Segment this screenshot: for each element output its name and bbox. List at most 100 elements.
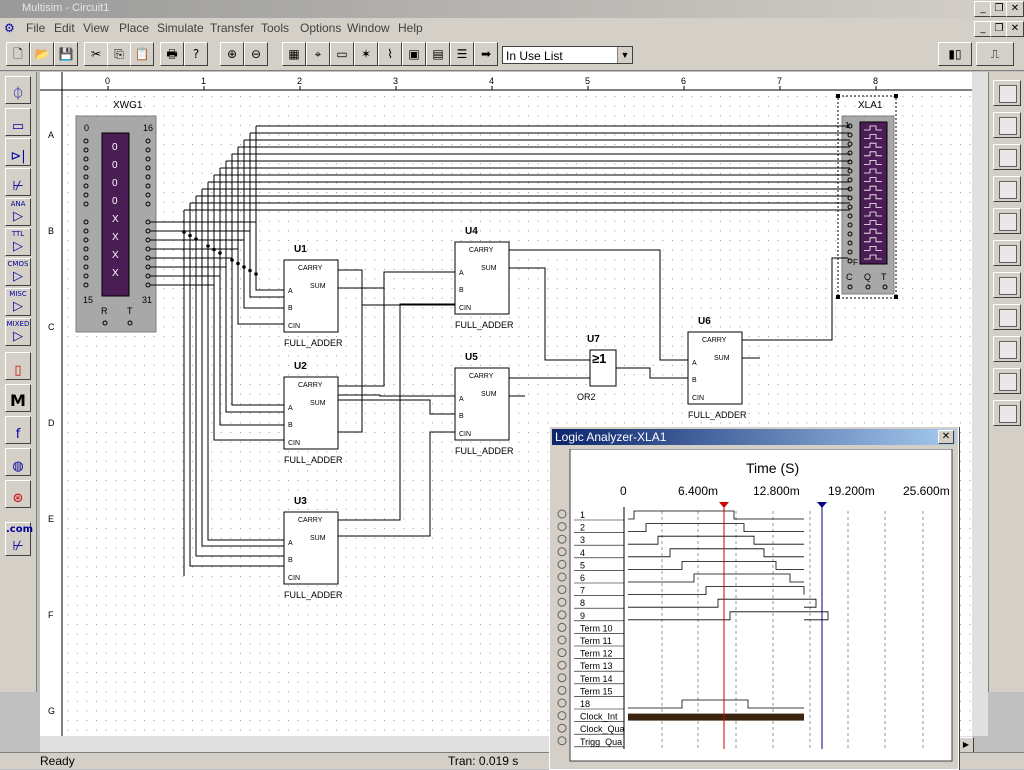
channel-radio[interactable] [557, 660, 567, 670]
logic-analyzer-titlebar[interactable]: Logic Analyzer-XLA1 ✕ [552, 429, 956, 445]
menu-view[interactable]: View [83, 21, 109, 35]
xla1-q-terminal[interactable] [865, 284, 871, 290]
xwg1-pin-left[interactable] [83, 264, 89, 270]
xla1-input-pin[interactable] [847, 240, 853, 246]
xwg1-pin-left[interactable] [83, 228, 89, 234]
xwg1-pin-left[interactable] [83, 192, 89, 198]
xla1-input-pin[interactable] [847, 213, 853, 219]
channel-radio[interactable] [557, 585, 567, 595]
spectrum-analyzer-button[interactable] [993, 368, 1021, 394]
chevron-down-icon[interactable]: ▼ [617, 47, 632, 63]
xwg1-pin-left[interactable] [83, 183, 89, 189]
doc-restore-button[interactable]: ❐ [990, 21, 1008, 37]
xwg1-pin-left[interactable] [83, 174, 89, 180]
menu-tools[interactable]: Tools [261, 21, 290, 35]
function-generator-button[interactable] [993, 112, 1021, 138]
in-use-list-select[interactable]: In Use List ▼ [502, 46, 633, 64]
channel-radio[interactable] [557, 723, 567, 733]
xwg1-pin-right[interactable] [145, 174, 151, 180]
adder-body[interactable] [454, 367, 510, 441]
transistor-parts-button[interactable]: ⊬ [5, 168, 31, 196]
doc-close-button[interactable]: ✕ [1006, 21, 1024, 37]
channel-radio[interactable] [557, 622, 567, 632]
channel-radio[interactable] [557, 547, 567, 557]
zoom-in-icon[interactable]: ⊕ [220, 42, 244, 66]
channel-radio[interactable] [557, 698, 567, 708]
oscilloscope-button[interactable] [993, 176, 1021, 202]
xwg1-pin-left[interactable] [83, 219, 89, 225]
xwg1-pin-left[interactable] [83, 165, 89, 171]
xla1-c-terminal[interactable] [847, 284, 853, 290]
distortion-analyzer-button[interactable] [993, 336, 1021, 362]
rf-parts-button[interactable]: ◍ [5, 448, 31, 476]
channel-radio[interactable] [557, 610, 567, 620]
channel-radio[interactable] [557, 559, 567, 569]
misc-parts-button[interactable]: M [5, 384, 31, 412]
indicator-parts-button[interactable]: ▯ [5, 352, 31, 380]
simulate-switch-icon[interactable]: ▮▯ [938, 42, 972, 66]
xwg1-pin-right[interactable] [145, 201, 151, 207]
close-button[interactable]: ✕ [1006, 1, 1024, 17]
probe-icon[interactable]: ⌖ [306, 42, 330, 66]
xwg1-r-terminal[interactable] [102, 320, 108, 326]
xla1-handle[interactable] [836, 94, 840, 98]
basic-parts-button[interactable]: ▭ [5, 108, 31, 136]
electromech-parts-button[interactable]: ⊛ [5, 480, 31, 508]
copy-icon[interactable]: ⎘ [107, 42, 131, 66]
network-analyzer-button[interactable] [993, 400, 1021, 426]
menu-help[interactable]: Help [398, 21, 423, 35]
xwg1-pin-left[interactable] [83, 156, 89, 162]
zoom-out-icon[interactable]: ⊖ [244, 42, 268, 66]
multimeter-button[interactable] [993, 80, 1021, 106]
xwg1-pin-left[interactable] [83, 237, 89, 243]
xla1-handle[interactable] [894, 295, 898, 299]
xwg1-pin-right[interactable] [145, 192, 151, 198]
database-icon[interactable]: ▤ [426, 42, 450, 66]
xwg1-pin-left[interactable] [83, 147, 89, 153]
save-icon[interactable]: 💾 [54, 42, 78, 66]
xwg1-pin-right[interactable] [145, 138, 151, 144]
analog-parts-button[interactable]: ANA▷ [5, 198, 31, 226]
list-icon[interactable]: ☰ [450, 42, 474, 66]
xwg1-pin-left[interactable] [83, 246, 89, 252]
menu-transfer[interactable]: Transfer [210, 21, 255, 35]
subcircuit-icon[interactable]: ▣ [402, 42, 426, 66]
adder-body[interactable] [283, 511, 339, 585]
controls-parts-button[interactable]: f [5, 416, 31, 444]
adder-body[interactable] [454, 241, 510, 315]
help-icon[interactable]: ? [184, 42, 208, 66]
app-icon[interactable]: ⚙ [4, 21, 15, 35]
channel-radio[interactable] [557, 673, 567, 683]
logic-analyzer-button[interactable] [993, 272, 1021, 298]
channel-radio[interactable] [557, 685, 567, 695]
channel-radio[interactable] [557, 572, 567, 582]
logic-converter-button[interactable] [993, 304, 1021, 330]
channel-radio[interactable] [557, 648, 567, 658]
cut-icon[interactable]: ✂ [84, 42, 108, 66]
menu-options[interactable]: Options [300, 21, 342, 35]
word-generator-button[interactable] [993, 240, 1021, 266]
postprocessor-icon[interactable]: ⌇ [378, 42, 402, 66]
wattmeter-button[interactable] [993, 144, 1021, 170]
xla1-t-terminal[interactable] [882, 284, 888, 290]
xla1-handle[interactable] [894, 94, 898, 98]
menu-edit[interactable]: Edit [54, 21, 75, 35]
cursor-1-handle[interactable] [719, 502, 729, 508]
xla1-input-pin[interactable] [847, 159, 853, 165]
ttl-parts-button[interactable]: TTL▷ [5, 228, 31, 256]
xwg1-pin-left[interactable] [83, 138, 89, 144]
xla1-input-pin[interactable] [847, 141, 853, 147]
cmos-parts-button[interactable]: CMOS▷ [5, 258, 31, 286]
component-icon[interactable]: ▦ [282, 42, 306, 66]
adder-body[interactable] [283, 376, 339, 450]
xla1-input-pin[interactable] [847, 204, 853, 210]
menu-place[interactable]: Place [119, 21, 150, 35]
channel-radio[interactable] [557, 597, 567, 607]
xwg1-t-terminal[interactable] [127, 320, 133, 326]
paste-icon[interactable]: 📋 [130, 42, 154, 66]
xwg1-pin-right[interactable] [145, 147, 151, 153]
